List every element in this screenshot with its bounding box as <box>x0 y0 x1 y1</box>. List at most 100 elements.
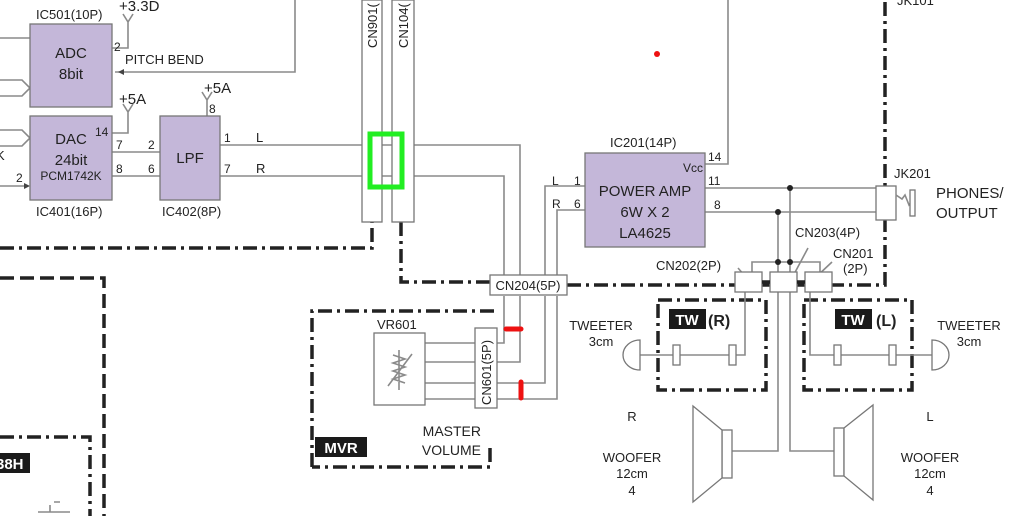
woofer-r-symbol <box>692 404 733 504</box>
tw-l-board-boundary <box>802 298 914 392</box>
tw-r-side: (R) <box>708 313 730 330</box>
tweeter-r-symbol <box>622 339 737 371</box>
main-board-boundary-left <box>0 222 374 250</box>
main-board-boundary-right <box>757 0 887 287</box>
ic201-pin8: 8 <box>714 198 721 212</box>
ic501-supply: +3.3D <box>119 0 160 15</box>
ic402-pin6: 6 <box>148 162 155 176</box>
ic402-pin2: 2 <box>148 138 155 152</box>
ic402-name: LPF <box>176 150 204 167</box>
ic401-line1: DAC <box>55 131 87 148</box>
lower-left-board-boundary <box>0 435 92 516</box>
tw-r-board-boundary <box>656 298 768 392</box>
mvr-badge: MVR <box>324 440 358 457</box>
cn104-label: CN104( <box>396 3 411 48</box>
ic201-pin1: 1 <box>574 174 581 188</box>
output-label: OUTPUT <box>936 205 998 222</box>
cn204-label: CN204(5P) <box>495 278 560 293</box>
ic401-ref: IC401(16P) <box>36 204 102 219</box>
tw-r-size: 3cm <box>589 334 614 349</box>
jk201-label: JK201 <box>894 166 931 181</box>
ic402-pin7: 7 <box>224 162 231 176</box>
ic501-pin2: 2 <box>114 40 121 54</box>
lpf-out-l: L <box>256 130 263 145</box>
pitch-bend-label: PITCH BEND <box>125 52 204 67</box>
lpf-out-r: R <box>256 161 265 176</box>
ic402-pin8: 8 <box>209 102 216 116</box>
tw-r-name: TWEETER <box>569 318 633 333</box>
ic501-line2: 8bit <box>59 66 84 83</box>
volume-label: VOLUME <box>422 442 481 458</box>
jk201-jack-symbol <box>875 185 916 221</box>
ic201-line2: 6W X 2 <box>620 204 669 221</box>
ic201-pin6: 6 <box>574 197 581 211</box>
woofer-r-side: R <box>627 409 636 424</box>
ic401-line2: 24bit <box>55 152 88 169</box>
cn203-connector <box>769 271 798 293</box>
ic402-pin1: 1 <box>224 131 231 145</box>
ic401-pin2: 2 <box>16 171 23 185</box>
woofer-l-size: 12cm <box>914 466 946 481</box>
cn601-label: CN601(5P) <box>479 340 494 405</box>
tw-l-name: TWEETER <box>937 318 1001 333</box>
ic401-dac-block <box>29 115 113 201</box>
ic501-line1: ADC <box>55 45 87 62</box>
ic401-pin7: 7 <box>116 138 123 152</box>
mvr-board-boundary <box>310 309 497 469</box>
ic401-line3: PCM1742K <box>40 169 101 183</box>
cn601-connector <box>474 327 498 409</box>
board-outlines <box>0 0 914 516</box>
ic402-ref: IC402(8P) <box>162 204 221 219</box>
left-board-boundary <box>0 276 106 516</box>
red-dot-marker <box>654 51 660 57</box>
junction-dots <box>775 185 793 265</box>
ic201-line1: POWER AMP <box>599 183 692 200</box>
mvr-badge-bg <box>315 437 367 457</box>
ic201-vcc: Vcc <box>683 161 703 175</box>
cn201-label-a: CN201 <box>833 246 873 261</box>
woofer-l-symbol <box>833 403 874 502</box>
cn203-label: CN203(4P) <box>795 225 860 240</box>
ic201-line3: LA4625 <box>619 225 671 242</box>
green-highlight-box <box>367 131 405 190</box>
master-label: MASTER <box>423 423 481 439</box>
partial-badge: 38H <box>0 456 24 473</box>
wires <box>0 0 932 452</box>
cn901-label: CN901( <box>365 3 380 48</box>
jk101-label: JK101 <box>897 0 934 8</box>
ic401-pin8: 8 <box>116 162 123 176</box>
ic401-supply: +5A <box>119 91 146 108</box>
woofer-r-impedance: 4 <box>628 483 635 498</box>
cn201-connector <box>804 271 833 293</box>
cn201-label-b: (2P) <box>843 261 868 276</box>
partial-badge-bg <box>0 453 30 473</box>
woofer-r-size: 12cm <box>616 466 648 481</box>
main-board-boundary-mid <box>399 222 490 284</box>
cn901-connector <box>361 0 383 223</box>
cn202-label: CN202(2P) <box>656 258 721 273</box>
tweeter-l-symbol <box>833 339 950 371</box>
ic402-supply: +5A <box>204 80 231 97</box>
ic401-left-label: K <box>0 148 5 163</box>
cn104-connector <box>391 0 415 223</box>
ic201-ref: IC201(14P) <box>610 135 676 150</box>
tw-r-badge: TW <box>675 312 699 329</box>
tw-l-badge-bg <box>835 309 872 329</box>
ic201-in-l: L <box>552 174 559 188</box>
vr601-label: VR601 <box>377 317 417 332</box>
woofer-l-name: WOOFER <box>901 450 960 465</box>
ic201-pin14: 14 <box>708 150 722 164</box>
tw-l-side: (L) <box>876 313 896 330</box>
ic201-power-amp-block <box>584 152 706 248</box>
vr601-potentiometer <box>373 332 426 406</box>
ic201-in-r: R <box>552 197 561 211</box>
cn204-connector <box>489 274 568 296</box>
woofer-l-impedance: 4 <box>926 483 933 498</box>
tw-l-size: 3cm <box>957 334 982 349</box>
ic201-pin11: 11 <box>708 174 721 188</box>
ic401-pin14: 14 <box>95 125 109 139</box>
ic402-lpf-block <box>159 115 221 201</box>
phones-label: PHONES/ <box>936 185 1004 202</box>
tw-r-badge-bg <box>669 309 706 329</box>
